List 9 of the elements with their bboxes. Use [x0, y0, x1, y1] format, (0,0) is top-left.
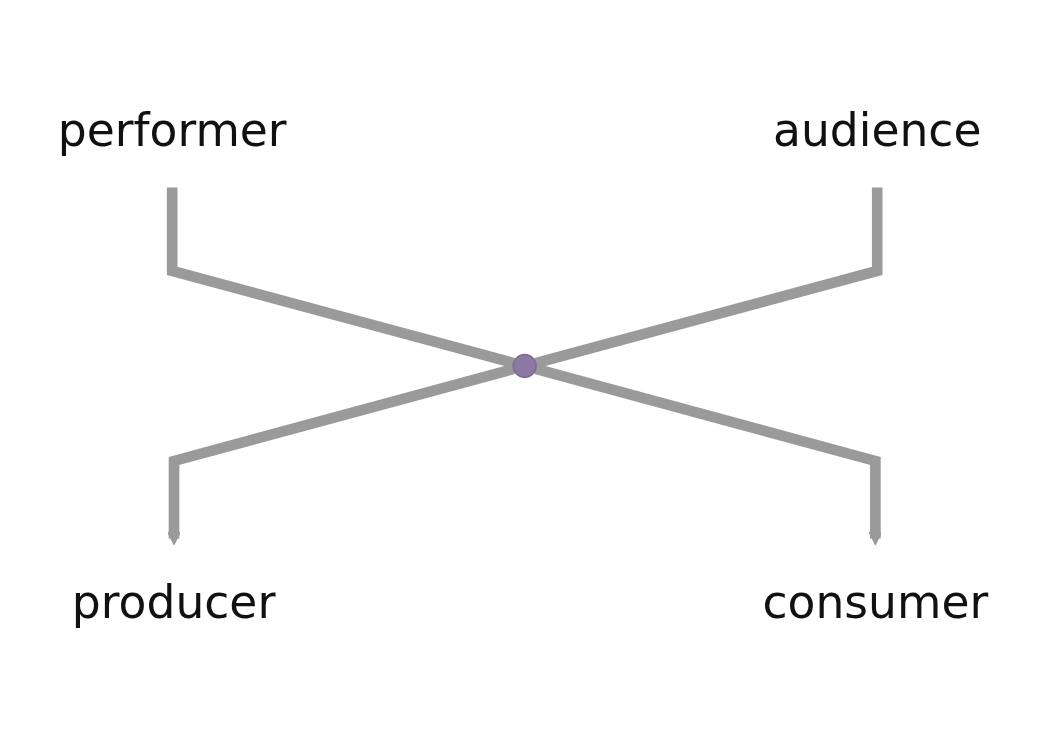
node-circle — [512, 353, 537, 379]
connector — [166, 187, 516, 369]
arrow — [167, 363, 516, 546]
arrow — [534, 363, 883, 546]
node-text: audience — [772, 103, 982, 158]
node-text: performer — [57, 103, 287, 158]
node-text: producer — [71, 574, 277, 629]
node-text: consumer — [762, 574, 989, 629]
connector — [534, 187, 883, 369]
